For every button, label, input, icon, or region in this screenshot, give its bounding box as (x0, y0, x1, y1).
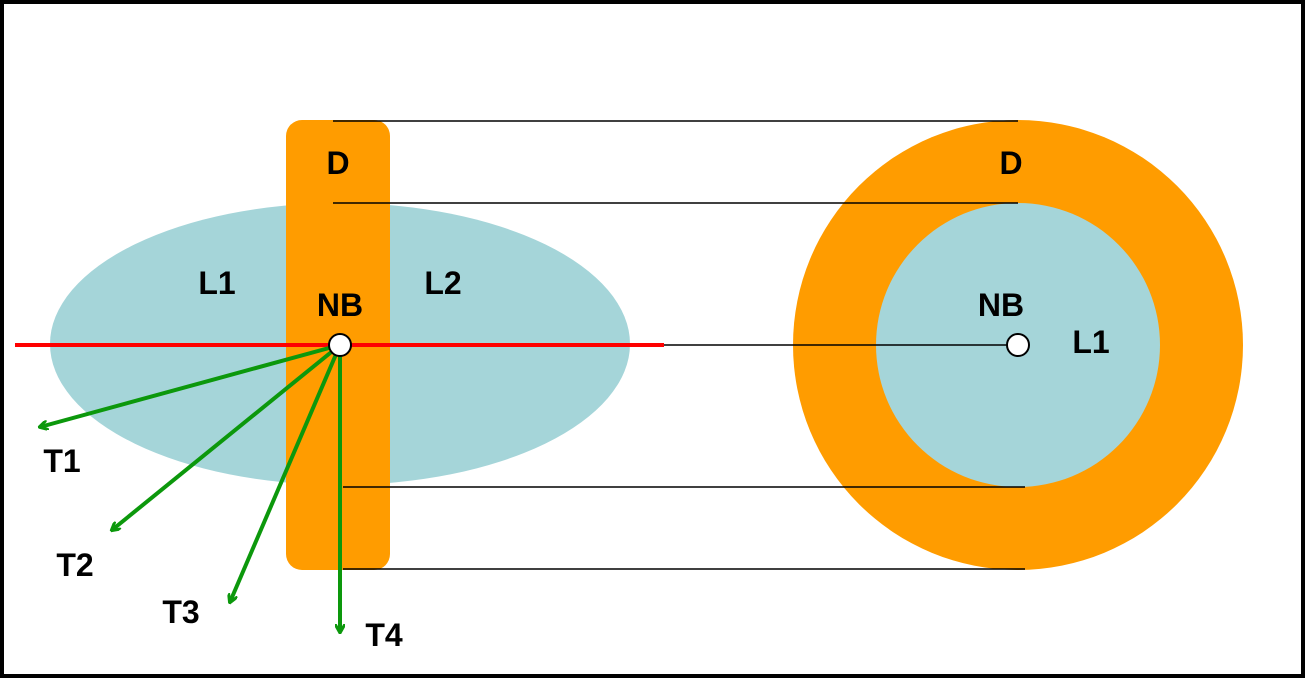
side-center-point (328, 333, 352, 357)
trajectory-label-t1: T1 (43, 443, 80, 479)
side-label-nb: NB (317, 287, 363, 323)
trajectory-arrow-t2 (112, 343, 342, 530)
trajectory-label-t2: T2 (56, 547, 93, 583)
trajectory-arrow-t1 (40, 343, 341, 427)
trajectory-label-t4: T4 (365, 617, 403, 653)
front-label-l1: L1 (1072, 324, 1109, 360)
trajectory-arrow-t3 (230, 344, 342, 602)
side-label-d: D (326, 145, 349, 181)
side-label-l2: L2 (424, 265, 461, 301)
trajectory-label-t3: T3 (162, 594, 199, 630)
side-label-l1: L1 (198, 265, 235, 301)
front-label-nb: NB (978, 287, 1024, 323)
front-center-point (1006, 333, 1030, 357)
front-label-d: D (999, 145, 1022, 181)
